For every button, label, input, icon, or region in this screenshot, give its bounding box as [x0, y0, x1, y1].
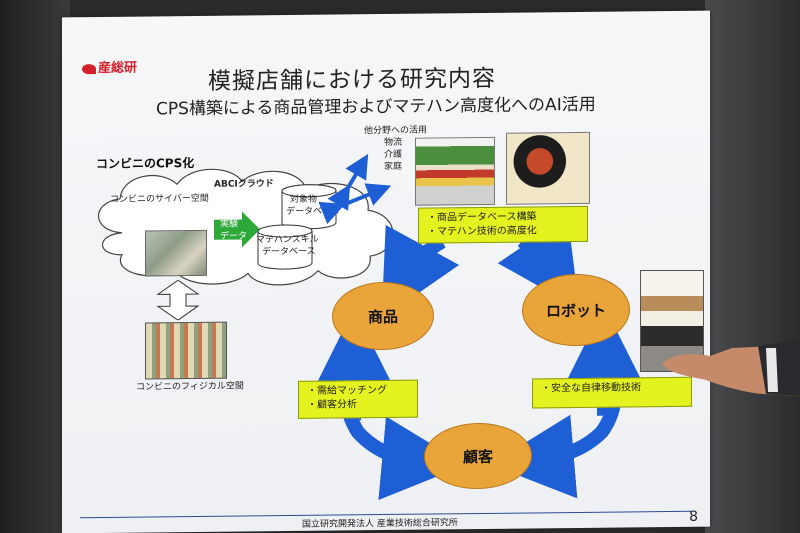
box-top-line2: ・マテハン技術の高度化: [427, 225, 537, 238]
page-number: 8: [689, 508, 698, 525]
green-arrow-icon: [214, 211, 260, 248]
footer-organization: 国立研究開発法人 産業技術総合研究所: [302, 518, 458, 530]
presenter-hand: [662, 340, 800, 396]
box-left-line2: ・顧客分析: [307, 399, 357, 411]
flow-arrows: [312, 153, 646, 501]
presentation-slide: 産総研 模擬店舗における研究内容 CPS構築による商品管理およびマテハン高度化へ…: [62, 10, 710, 533]
box-left-line1: ・需給マッチング: [307, 384, 387, 397]
bidirectional-arrow-icon: [156, 279, 200, 321]
box-demand-matching: ・需給マッチング ・顧客分析: [298, 379, 418, 419]
room-wall-right: [705, 0, 800, 533]
skill-database-icon: [257, 224, 313, 270]
room-wall-left: [0, 0, 70, 533]
box-product-database: ・商品データベース構築 ・マテハン技術の高度化: [418, 205, 588, 244]
